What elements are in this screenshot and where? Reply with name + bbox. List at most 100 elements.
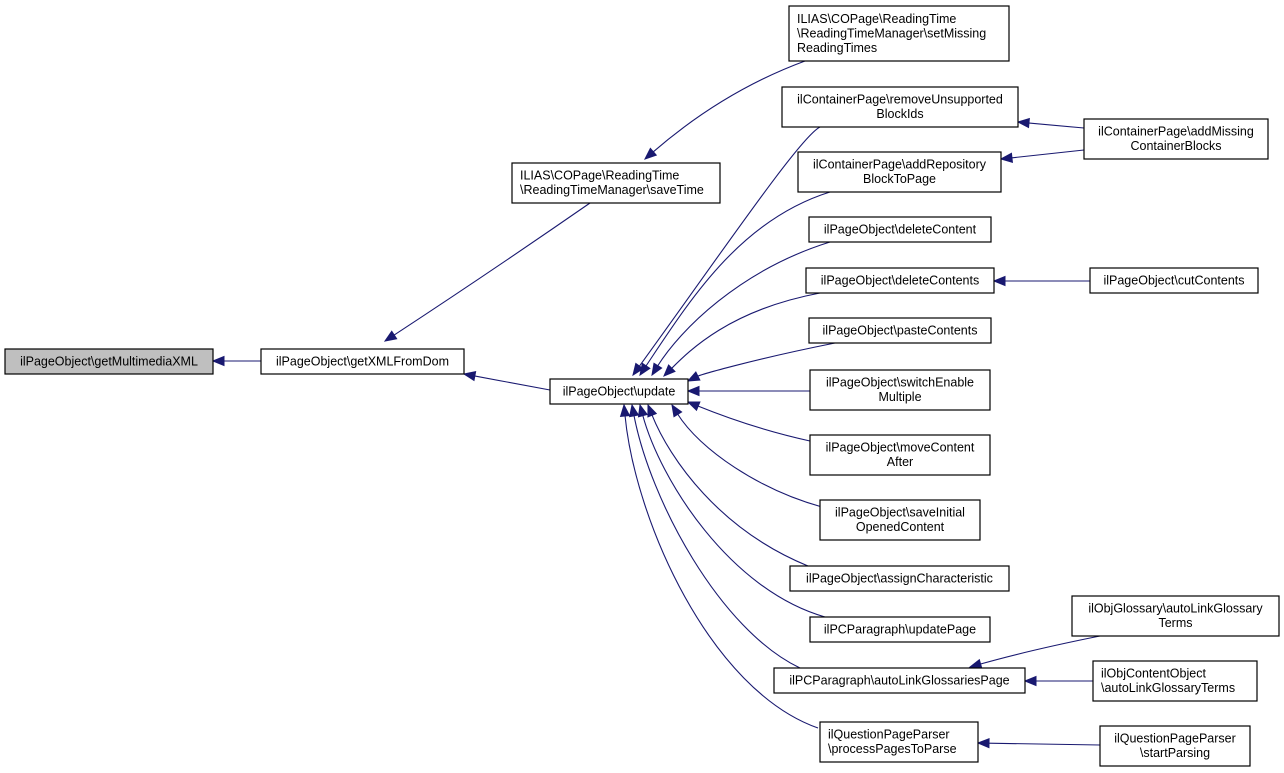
node-box	[788, 5, 1010, 62]
graph-node[interactable]: ilPageObject\update	[549, 378, 689, 405]
graph-node[interactable]: ilPCParagraph\updatePage	[809, 616, 991, 643]
edge-n7-n3	[651, 241, 831, 377]
node-label: \ReadingTimeManager\saveTime	[520, 183, 704, 197]
graph-node[interactable]: ilPCParagraph\autoLinkGlossariesPage	[773, 667, 1026, 694]
arrowhead-icon	[686, 371, 701, 382]
edge-n19-n15	[968, 635, 1101, 669]
graph-node[interactable]: ILIAS\COPage\ReadingTime\ReadingTimeMana…	[511, 162, 721, 204]
node-box	[809, 616, 991, 643]
edge-n17-n5	[1016, 117, 1085, 129]
graph-node[interactable]: ilQuestionPageParser\startParsing	[1099, 725, 1251, 767]
edge-n4-n2	[644, 60, 806, 160]
edge-line	[473, 375, 551, 391]
node-box	[1089, 267, 1259, 294]
edge-n9-n3	[686, 342, 836, 382]
edge-n2-n1	[383, 202, 591, 342]
node-box	[781, 86, 1019, 128]
arrowhead-icon	[976, 737, 990, 749]
edge-n10-n3	[686, 385, 810, 397]
graph-node[interactable]: ilPageObject\deleteContents	[805, 267, 995, 294]
node-box	[549, 378, 689, 405]
node-box	[1099, 725, 1251, 767]
node-label: \processPagesToParse	[828, 742, 957, 756]
graph-node[interactable]: ilPageObject\getXMLFromDom	[260, 348, 465, 375]
node-label: Multiple	[878, 390, 921, 404]
edge-n18-n8	[992, 275, 1090, 287]
edge-n12-n3	[671, 403, 823, 508]
edge-n11-n3	[686, 401, 811, 442]
node-box	[789, 565, 1010, 592]
arrowhead-icon	[644, 147, 658, 160]
edge-n21-n16	[976, 737, 1101, 749]
edge-line	[1010, 149, 1085, 159]
node-label: ilPageObject\cutContents	[1103, 273, 1244, 287]
graph-node[interactable]: ilObjContentObject\autoLinkGlossaryTerms	[1092, 660, 1258, 702]
node-label: ilPageObject\moveContent	[826, 441, 975, 455]
arrowhead-icon	[211, 355, 225, 367]
arrowhead-icon	[462, 370, 477, 382]
arrowhead-icon	[647, 403, 658, 418]
edge-n15-n3	[628, 403, 801, 669]
edge-line	[1027, 122, 1085, 129]
arrowhead-icon	[639, 362, 651, 377]
edge-line	[393, 202, 591, 336]
arrowhead-icon	[628, 403, 640, 418]
node-label: BlockIds	[876, 107, 923, 121]
node-label: BlockToPage	[863, 172, 936, 186]
edge-n8-n3	[663, 292, 821, 377]
graph-node[interactable]: ilQuestionPageParser\processPagesToParse	[819, 721, 979, 763]
edge-n13-n3	[647, 403, 809, 567]
node-label: ilContainerPage\removeUnsupported	[797, 93, 1003, 107]
edge-n1-n0	[211, 355, 261, 367]
graph-node[interactable]: ilPageObject\cutContents	[1089, 267, 1259, 294]
node-label: ilPageObject\switchEnable	[826, 376, 974, 390]
edge-n6-n3	[639, 191, 831, 377]
node-label: ilQuestionPageParser	[828, 728, 950, 742]
node-label: ilPageObject\saveInitial	[835, 506, 965, 520]
arrowhead-icon	[637, 403, 649, 418]
node-box	[805, 267, 995, 294]
node-box	[4, 348, 214, 375]
edge-line	[652, 60, 806, 153]
graph-node[interactable]: ilPageObject\deleteContent	[808, 216, 992, 243]
edge-line	[979, 635, 1101, 665]
node-label: ilPCParagraph\updatePage	[824, 622, 976, 636]
node-label: ilContainerPage\addMissing	[1098, 125, 1254, 139]
node-label: ilQuestionPageParser	[1114, 732, 1236, 746]
edge-line	[656, 241, 831, 367]
node-label: ILIAS\COPage\ReadingTime	[797, 12, 956, 26]
arrowhead-icon	[663, 364, 676, 377]
node-box	[260, 348, 465, 375]
arrowhead-icon	[383, 330, 398, 342]
node-label: ilPageObject\getMultimediaXML	[20, 354, 198, 368]
node-label: ReadingTimes	[797, 41, 877, 55]
edges-layer	[211, 60, 1101, 749]
arrowhead-icon	[619, 403, 631, 417]
node-box	[819, 499, 981, 541]
node-box	[809, 369, 991, 411]
node-label: ilPageObject\deleteContents	[821, 273, 979, 287]
edge-line	[670, 292, 821, 370]
node-box	[1092, 660, 1258, 702]
edge-line	[987, 742, 1101, 746]
edge-n20-n15	[1023, 675, 1093, 687]
graph-node[interactable]: ilPageObject\pasteContents	[808, 317, 992, 344]
arrowhead-icon	[1016, 117, 1030, 129]
edge-n17-n6	[999, 149, 1085, 163]
node-box	[1083, 118, 1269, 160]
graph-node[interactable]: ilPageObject\assignCharacteristic	[789, 565, 1010, 592]
graph-node[interactable]: ILIAS\COPage\ReadingTime\ReadingTimeMana…	[788, 5, 1010, 62]
node-label: ContainerBlocks	[1130, 139, 1221, 153]
arrowhead-icon	[686, 385, 700, 397]
arrowhead-icon	[671, 403, 683, 418]
graph-node[interactable]: ilObjGlossary\autoLinkGlossaryTerms	[1071, 595, 1280, 637]
node-label: \ReadingTimeManager\setMissing	[797, 26, 986, 40]
graph-node[interactable]: ilContainerPage\removeUnsupportedBlockId…	[781, 86, 1019, 128]
node-label: Terms	[1158, 616, 1192, 630]
graph-node[interactable]: ilContainerPage\addMissingContainerBlock…	[1083, 118, 1269, 160]
node-label: ilPageObject\assignCharacteristic	[806, 571, 993, 585]
